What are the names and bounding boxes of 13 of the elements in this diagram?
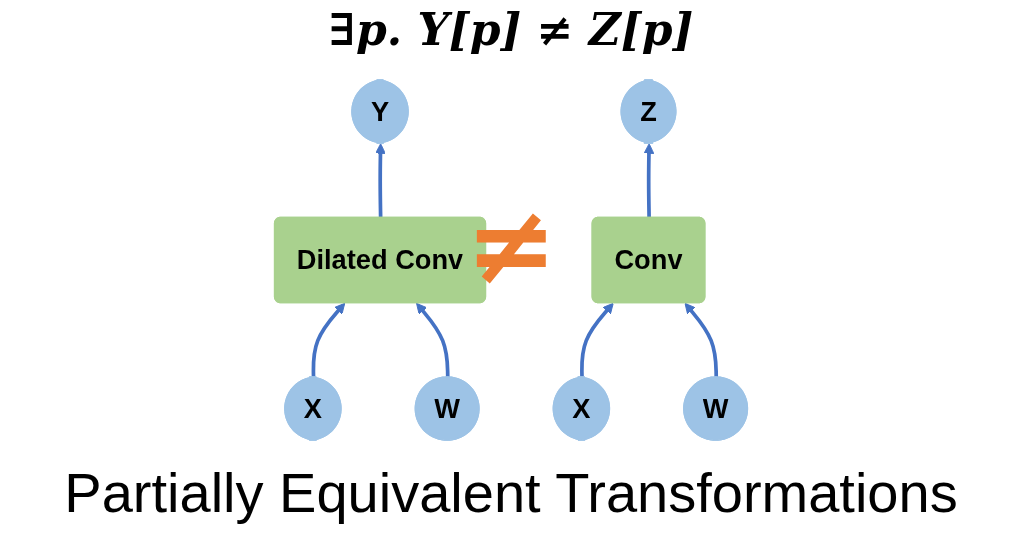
ellipse-node: Y: [351, 79, 409, 144]
title: ∃p. Y[p] ≠ Z[p]: [327, 4, 695, 55]
process-box: Conv: [591, 216, 706, 304]
ellipse-node: Z: [620, 79, 677, 144]
ellipse-node: W: [414, 376, 480, 441]
arrow: [416, 302, 450, 378]
ellipse-node: X: [552, 376, 611, 441]
arrow: [375, 143, 386, 218]
arrow: [684, 302, 719, 378]
arrow: [643, 143, 655, 218]
ellipse-node: W: [683, 376, 749, 441]
ellipse-node: X: [284, 376, 342, 441]
caption: Partially Equivalent Transformations: [63, 460, 959, 525]
